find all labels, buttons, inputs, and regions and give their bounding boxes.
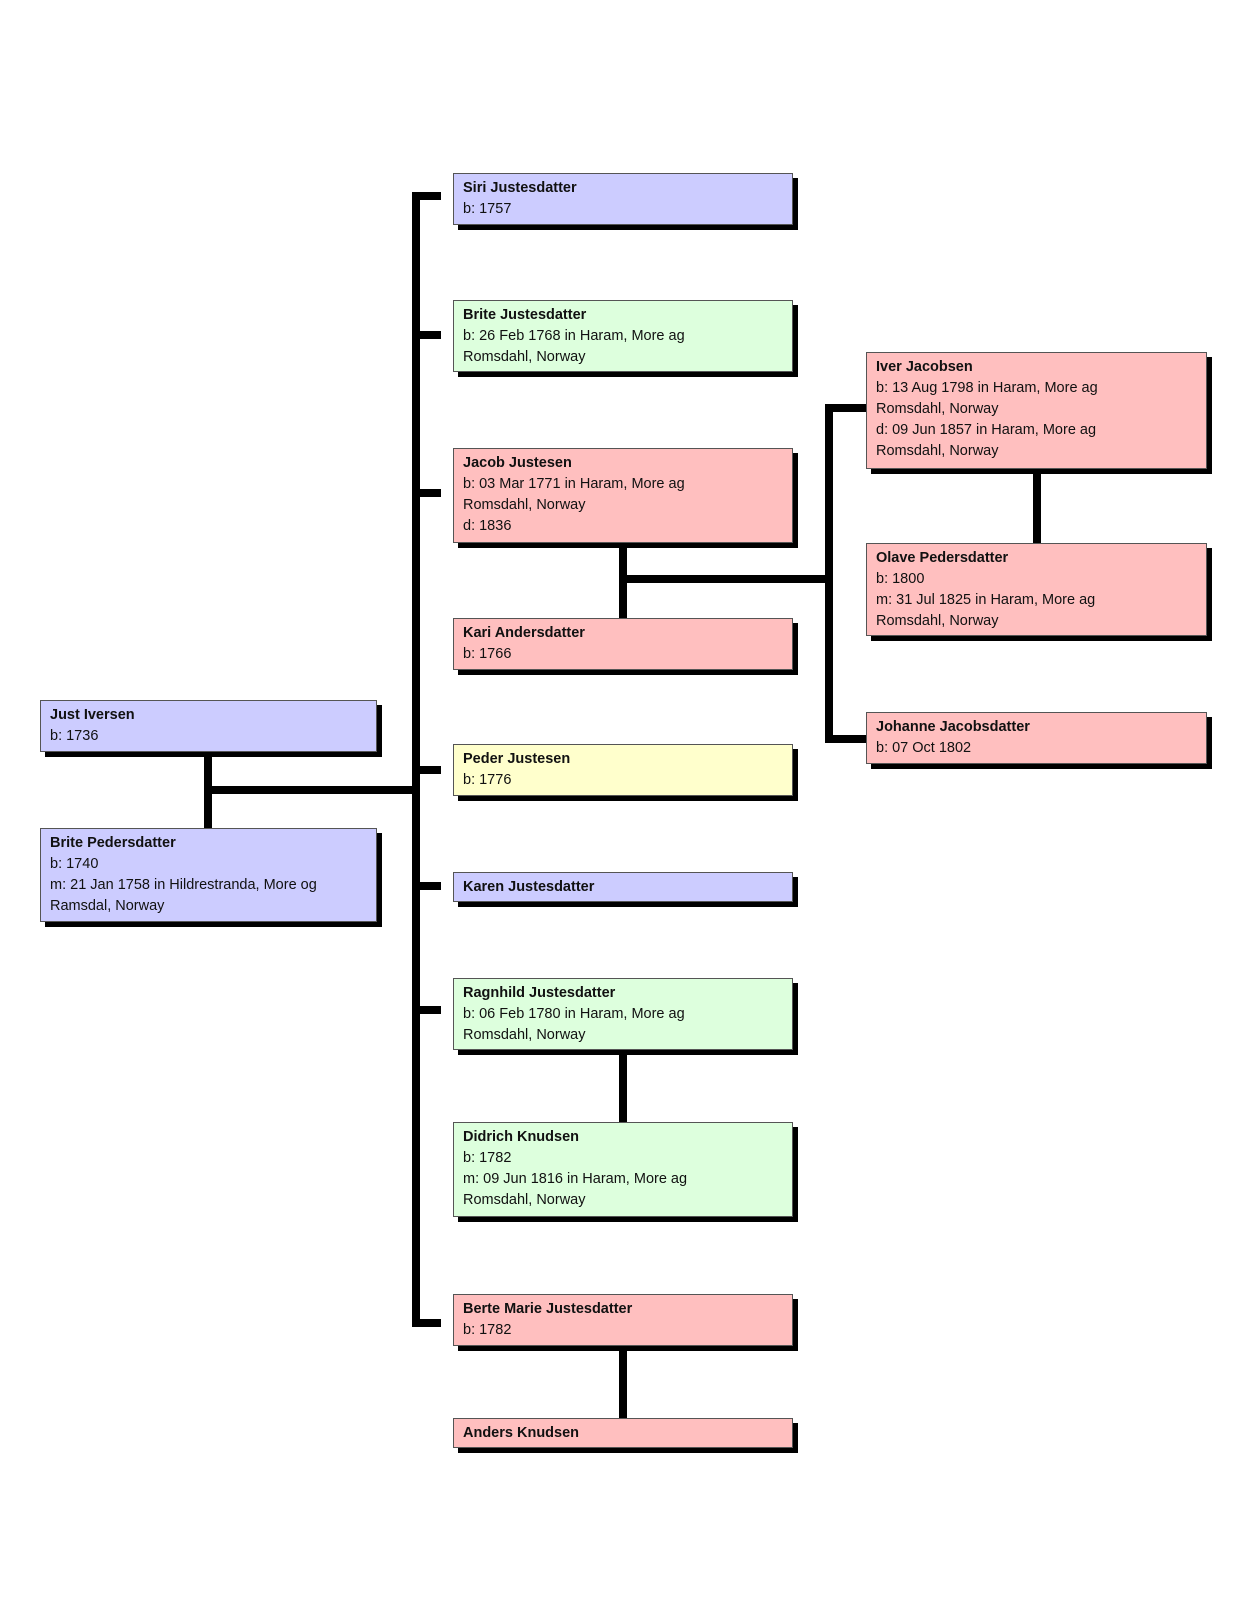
person-box-peder-justesen: Peder Justesen b: 1776 [453, 744, 793, 796]
person-name: Kari Andersdatter [463, 625, 585, 641]
person-name: Iver Jacobsen [876, 359, 973, 375]
person-detail: b: 03 Mar 1771 in Haram, More ag [463, 476, 685, 492]
person-detail: Romsdahl, Norway [463, 1192, 586, 1208]
person-name: Ragnhild Justesdatter [463, 985, 616, 1001]
person-box-anders-knudsen: Anders Knudsen [453, 1418, 793, 1448]
person-detail: b: 1782 [463, 1322, 512, 1338]
person-box-berte-marie-justesdatter: Berte Marie Justesdatter b: 1782 [453, 1294, 793, 1346]
person-name: Brite Pedersdatter [50, 835, 176, 851]
person-detail: b: 1740 [50, 856, 99, 872]
person-detail: b: 13 Aug 1798 in Haram, More ag [876, 380, 1098, 396]
person-name: Brite Justesdatter [463, 307, 587, 323]
person-name: Just Iversen [50, 707, 135, 723]
person-detail: b: 1736 [50, 728, 99, 744]
person-name: Jacob Justesen [463, 455, 572, 471]
person-name: Anders Knudsen [463, 1425, 580, 1441]
person-detail: b: 1782 [463, 1150, 512, 1166]
person-box-kari-andersdatter: Kari Andersdatter b: 1766 [453, 618, 793, 670]
person-detail: Romsdahl, Norway [876, 443, 999, 459]
person-box-just-iversen: Just Iversen b: 1736 [40, 700, 377, 752]
person-detail: Romsdahl, Norway [463, 349, 586, 365]
person-name: Johanne Jacobsdatter [876, 719, 1030, 735]
person-detail: m: 09 Jun 1816 in Haram, More ag [463, 1171, 688, 1187]
person-box-jacob-justesen: Jacob Justesen b: 03 Mar 1771 in Haram, … [453, 448, 793, 543]
person-detail: d: 1836 [463, 518, 512, 534]
person-detail: m: 31 Jul 1825 in Haram, More ag [876, 592, 1096, 608]
person-box-siri-justesdatter: Siri Justesdatter b: 1757 [453, 173, 793, 225]
grandchildren-trunk [825, 404, 866, 743]
person-detail: Romsdahl, Norway [463, 1027, 586, 1043]
person-detail: Romsdahl, Norway [876, 401, 999, 417]
person-box-brite-pedersdatter: Brite Pedersdatter b: 1740 m: 21 Jan 175… [40, 828, 377, 922]
person-detail: Romsdahl, Norway [876, 613, 999, 629]
person-detail: b: 1757 [463, 201, 512, 217]
person-detail: b: 06 Feb 1780 in Haram, More ag [463, 1006, 685, 1022]
person-name: Siri Justesdatter [463, 180, 577, 196]
person-name: Berte Marie Justesdatter [463, 1301, 633, 1317]
person-detail: b: 07 Oct 1802 [876, 740, 972, 756]
person-box-brite-justesdatter: Brite Justesdatter b: 26 Feb 1768 in Har… [453, 300, 793, 372]
person-detail: b: 1766 [463, 646, 512, 662]
person-box-iver-jacobsen: Iver Jacobsen b: 13 Aug 1798 in Haram, M… [866, 352, 1207, 469]
person-box-ragnhild-justesdatter: Ragnhild Justesdatter b: 06 Feb 1780 in … [453, 978, 793, 1050]
person-detail: b: 1800 [876, 571, 925, 587]
person-name: Didrich Knudsen [463, 1129, 580, 1145]
person-detail: d: 09 Jun 1857 in Haram, More ag [876, 422, 1097, 438]
person-box-johanne-jacobsdatter: Johanne Jacobsdatter b: 07 Oct 1802 [866, 712, 1207, 764]
person-box-didrich-knudsen: Didrich Knudsen b: 1782 m: 09 Jun 1816 i… [453, 1122, 793, 1217]
person-box-karen-justesdatter: Karen Justesdatter [453, 872, 793, 902]
children-trunk [412, 192, 441, 1327]
person-name: Olave Pedersdatter [876, 550, 1009, 566]
person-box-olave-pedersdatter: Olave Pedersdatter b: 1800 m: 31 Jul 182… [866, 543, 1207, 636]
person-detail: m: 21 Jan 1758 in Hildrestranda, More og [50, 877, 317, 893]
person-detail: b: 1776 [463, 772, 512, 788]
person-detail: Ramsdal, Norway [50, 898, 165, 914]
person-name: Karen Justesdatter [463, 879, 595, 895]
person-name: Peder Justesen [463, 751, 571, 767]
person-detail: b: 26 Feb 1768 in Haram, More ag [463, 328, 685, 344]
person-detail: Romsdahl, Norway [463, 497, 586, 513]
